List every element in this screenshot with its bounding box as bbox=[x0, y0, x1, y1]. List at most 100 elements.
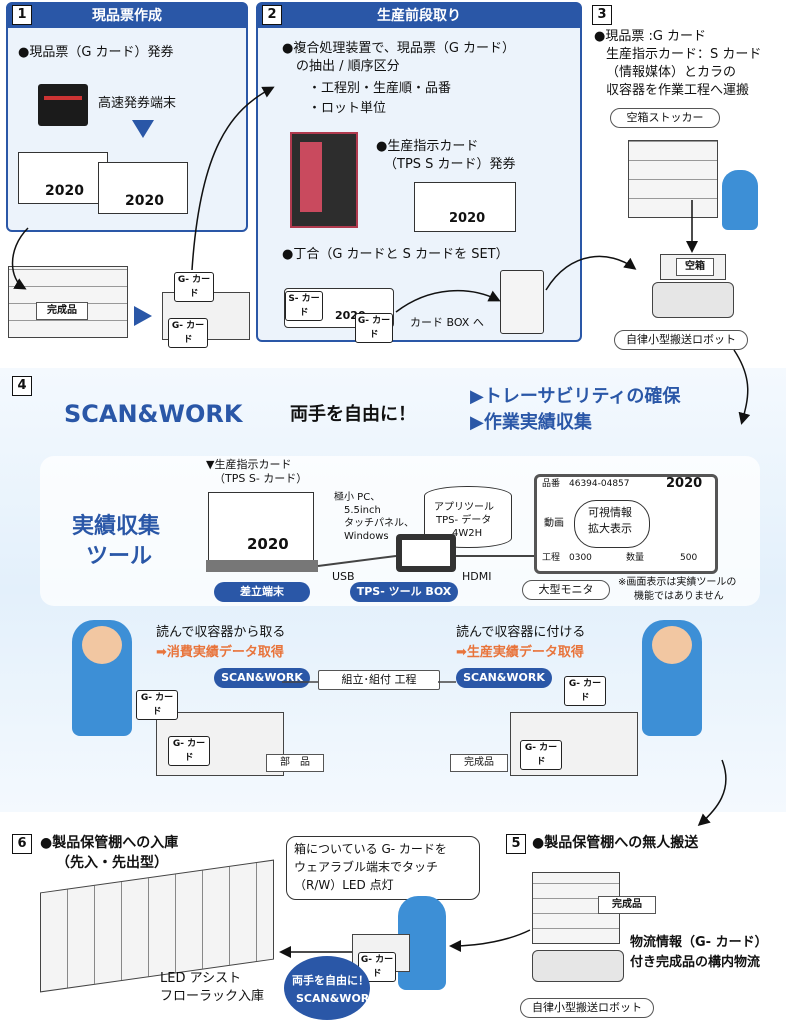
monitor-qty: 500 bbox=[680, 553, 698, 563]
pc-line3: タッチパネル、 bbox=[344, 518, 414, 529]
robot-icon-3 bbox=[652, 282, 734, 318]
empty-box-label: 空箱 bbox=[676, 258, 714, 276]
box-stack-icon bbox=[628, 140, 718, 218]
tool-title-1: 実績収集 bbox=[72, 514, 161, 539]
section1-line1: ●現品票（G カード）発券 bbox=[18, 45, 174, 60]
monitor-center-oval bbox=[574, 500, 650, 548]
section1-number: 1 bbox=[12, 5, 32, 25]
cardbox-icon bbox=[500, 270, 544, 334]
benefit-traceability: ▶トレーサビリティの確保 bbox=[470, 386, 681, 407]
sheet-year: 2020 bbox=[247, 535, 289, 553]
gcard-tag-container: G- カード bbox=[168, 318, 208, 348]
tps-sheet-stack: 2020 bbox=[208, 492, 314, 562]
arrow-1-to-finished bbox=[11, 227, 29, 290]
led-line1: LED アシスト bbox=[160, 971, 242, 986]
printer-icon bbox=[38, 84, 88, 126]
hdmi-label: HDMI bbox=[462, 570, 492, 583]
scard-line1: ●生産指示カード bbox=[376, 139, 479, 154]
monitor-center-1: 可視情報 bbox=[588, 506, 632, 519]
left-line2: ➡消費実績データ取得 bbox=[156, 645, 284, 660]
section2-set-line: ●丁合（G カードと S カードを SET） bbox=[282, 247, 509, 262]
pc-line1: 極小 PC、 bbox=[334, 492, 381, 503]
circle-line2: SCAN&WORK bbox=[296, 992, 378, 1005]
tablet-screen bbox=[402, 540, 450, 566]
arrow-5-to-6 bbox=[449, 929, 531, 952]
monitor-video: 動画 bbox=[544, 518, 564, 529]
benefit-results: ▶作業実績収集 bbox=[470, 412, 592, 433]
section2-line2: の抽出 / 順序区分 bbox=[296, 59, 400, 74]
monitor-qty-label: 数量 bbox=[626, 553, 645, 563]
brand-scanwork: SCAN&WORK bbox=[64, 400, 243, 428]
arrow-cards-to-box bbox=[395, 289, 501, 313]
section2-number: 2 bbox=[262, 5, 282, 25]
down-arrow-icon bbox=[132, 120, 154, 138]
gcard-tag-left-hand: G- カード bbox=[136, 690, 178, 720]
robot-icon-5 bbox=[532, 950, 624, 982]
gcard-tag-collated: G- カード bbox=[355, 313, 393, 343]
robot-label-5: 自律小型搬送ロボット bbox=[520, 998, 654, 1018]
pc-line2: 5.5inch bbox=[344, 505, 381, 516]
tool-title-2: ツール bbox=[86, 544, 153, 569]
gcard-tag-floating: G- カード bbox=[174, 272, 214, 302]
arrow-4-to-5 bbox=[697, 759, 727, 826]
terminal-label: 高速発券端末 bbox=[98, 96, 177, 111]
sorter-door bbox=[300, 142, 322, 212]
section4-number: 4 bbox=[12, 376, 32, 396]
section3-number: 3 bbox=[592, 5, 612, 25]
gcard-tag-parts-box: G- カード bbox=[168, 736, 210, 766]
monitor-partno: 品番 46394-04857 bbox=[542, 479, 630, 489]
worker-head-right bbox=[652, 626, 692, 664]
left-line1: 読んで収容器から取る bbox=[156, 625, 286, 640]
toolbox-pill: TPS- ツール BOX bbox=[350, 582, 458, 602]
arrow-cardbox-to-3 bbox=[545, 255, 637, 291]
section2-bullet1: ・工程別・生産順・品番 bbox=[308, 81, 452, 96]
section5-title: ●製品保管棚への無人搬送 bbox=[532, 835, 699, 851]
gcard-year-1: 2020 bbox=[45, 183, 84, 199]
section6-number: 6 bbox=[12, 834, 32, 854]
slogan: 両手を自由に！ bbox=[290, 404, 416, 425]
logistics-line1: 物流情報（G- カード） bbox=[630, 935, 768, 950]
db-line3: 4W2H bbox=[452, 528, 483, 539]
gcard-tag-carried: G- カード bbox=[358, 952, 396, 982]
sheet-caption-2: （TPS S- カード） bbox=[214, 472, 308, 485]
logistics-line2: 付き完成品の構内物流 bbox=[630, 955, 761, 970]
finished-label-4: 完成品 bbox=[450, 754, 508, 772]
terminal-device-icon bbox=[206, 560, 318, 572]
worker-icon-3 bbox=[722, 170, 758, 230]
terminal-pill: 差立端末 bbox=[214, 582, 310, 602]
bubble-line1: 箱についている G- カードを bbox=[294, 842, 447, 856]
speech-bubble bbox=[286, 836, 480, 900]
arrow-3-to-4 bbox=[733, 349, 751, 425]
note-line2: 機能ではありません bbox=[634, 591, 724, 602]
monitor-center-2: 拡大表示 bbox=[588, 522, 632, 535]
section3-line3: （情報媒体）とカラの bbox=[606, 65, 737, 80]
section1-title: 現品票作成 bbox=[8, 4, 246, 28]
scard-line2: （TPS S カード）発券 bbox=[384, 157, 516, 172]
collated-cards: S- カード 2020 G- カード bbox=[284, 288, 394, 343]
section2-line1: ●複合処理装置で、現品票（G カード） bbox=[282, 41, 516, 56]
section2-bullet2: ・ロット単位 bbox=[308, 101, 387, 116]
parts-label: 部 品 bbox=[266, 754, 324, 772]
cardbox-label: カード BOX へ bbox=[410, 316, 484, 329]
right-arrow-icon bbox=[134, 306, 152, 326]
section5-number: 5 bbox=[506, 834, 526, 854]
gcard-tag-right-hand: G- カード bbox=[564, 676, 606, 706]
arrow-container-to-2 bbox=[191, 86, 275, 271]
section3-line4: 収容器を作業工程へ運搬 bbox=[606, 83, 750, 98]
section6-title2: （先入・先出型） bbox=[56, 855, 168, 871]
robot-label-3: 自律小型搬送ロボット bbox=[614, 330, 748, 350]
bubble-line2: ウェアラブル端末でタッチ bbox=[294, 860, 439, 874]
section2-title: 生産前段取り bbox=[258, 4, 580, 28]
usb-label: USB bbox=[332, 570, 355, 583]
scard-tag: S- カード bbox=[285, 291, 323, 321]
circle-line1: 両手を自由に！ bbox=[292, 974, 369, 987]
printer-slot bbox=[44, 96, 82, 100]
led-line2: フローラック入庫 bbox=[160, 989, 265, 1004]
gcard-year-2: 2020 bbox=[125, 193, 164, 209]
process-label: 組立･組付 工程 bbox=[318, 670, 440, 690]
monitor-process: 工程 0300 bbox=[542, 553, 592, 563]
section3-line2: 生産指示カード：S カード bbox=[606, 47, 762, 62]
bubble-line3: （R/W）LED 点灯 bbox=[294, 878, 394, 892]
section3-line1: ●現品票 :G カード bbox=[594, 29, 707, 44]
sheet-caption-1: ▼生産指示カード bbox=[206, 458, 292, 471]
